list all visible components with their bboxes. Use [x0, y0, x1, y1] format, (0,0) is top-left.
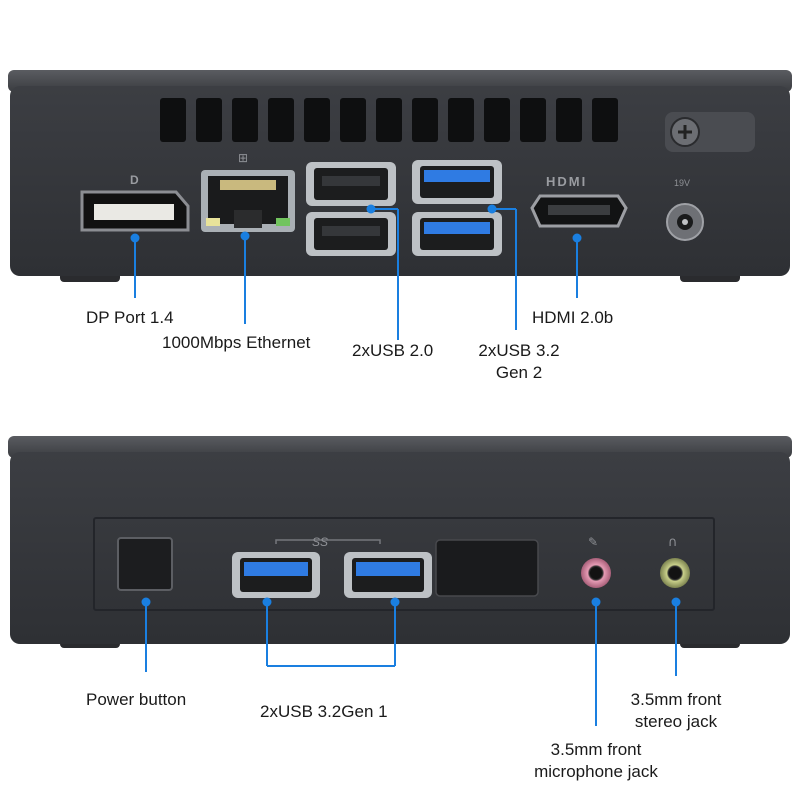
hdmi-logo-text: HDMI: [546, 174, 587, 189]
ss-logo-text: SS: [312, 535, 328, 549]
usb32g2-label-line1: 2xUSB 3.2: [478, 341, 560, 360]
dc-in-jack: 19V: [666, 178, 704, 241]
usb32g2-label-line2: Gen 2: [495, 363, 543, 382]
front-body: [10, 452, 790, 644]
svg-text:✎: ✎: [588, 535, 598, 549]
power-button-label: Power button: [86, 690, 187, 709]
stereo-jack-label: 3.5mm front stereo jack: [606, 689, 746, 733]
usb2-ports: [306, 162, 396, 256]
ethernet-label: 1000Mbps Ethernet: [162, 333, 311, 352]
svg-text:∩: ∩: [668, 535, 678, 550]
rear-device: D ⊞: [8, 70, 792, 282]
dp-port: D: [80, 173, 190, 232]
stereo-jack: ∩: [660, 535, 690, 588]
usb32g1-label: 2xUSB 3.2Gen 1: [260, 702, 388, 721]
power-button: [117, 537, 173, 591]
front-device: SS ✎ ∩: [8, 436, 792, 648]
dc-in-text: 19V: [674, 178, 690, 188]
lock-screw: [665, 112, 755, 152]
rear-vents: [160, 98, 618, 142]
dp-port-label: DP Port 1.4: [86, 308, 174, 327]
front-inset-panel: [93, 517, 715, 611]
usb32g1-ports: [232, 552, 432, 598]
svg-text:⊞: ⊞: [238, 151, 248, 165]
usb32g2-label: 2xUSB 3.2 Gen 2: [469, 340, 569, 384]
ss-logo: SS: [275, 535, 381, 549]
usb2-label: 2xUSB 2.0: [352, 341, 434, 360]
ethernet-port: ⊞: [201, 151, 295, 232]
stereo-jack-label-line1: 3.5mm front: [630, 690, 722, 709]
hdmi-label: HDMI 2.0b: [532, 308, 614, 327]
mic-jack-label-line1: 3.5mm front: [550, 740, 642, 759]
mic-jack: ✎: [581, 535, 611, 588]
rear-callouts: [130, 204, 582, 340]
ir-window: [435, 539, 539, 597]
usb32g2-ports: [412, 160, 502, 256]
hdmi-port: HDMI: [530, 174, 628, 228]
mic-jack-label-line2: microphone jack: [534, 762, 658, 781]
front-callouts: [141, 597, 681, 726]
mic-jack-label: 3.5mm front microphone jack: [513, 739, 679, 783]
stereo-jack-label-line2: stereo jack: [634, 712, 718, 731]
dp-logo-text: D: [130, 173, 139, 187]
